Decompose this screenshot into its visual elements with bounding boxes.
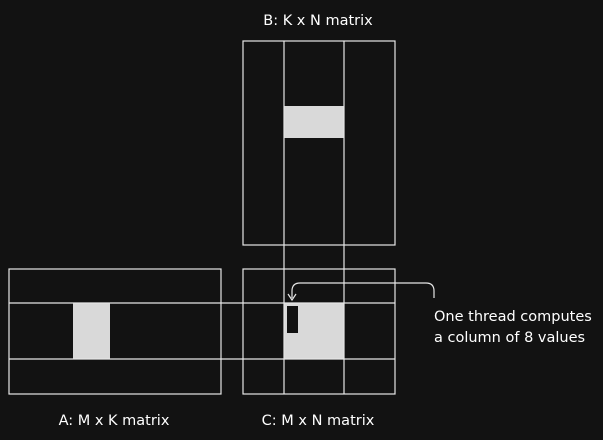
matrix-b-label: B: K x N matrix [263, 13, 373, 29]
matrix-b-outline [242, 40, 396, 246]
thread-column-marker [287, 306, 298, 333]
matrix-a: A: M x K matrix [8, 268, 222, 429]
matrix-b: B: K x N matrix [242, 13, 396, 246]
annotation-callout: One thread computes a column of 8 values [287, 282, 592, 346]
annotation-line-2: a column of 8 values [434, 330, 585, 346]
arrow-head-icon [287, 293, 297, 302]
matrix-c: C: M x N matrix [242, 268, 396, 429]
annotation-bracket [291, 282, 435, 298]
guide-lines [9, 41, 395, 394]
matrix-c-label: C: M x N matrix [262, 413, 375, 429]
matrix-b-highlight-row [284, 106, 344, 138]
matrix-a-label: A: M x K matrix [59, 413, 170, 429]
matrix-a-highlight-column [73, 303, 110, 359]
matrix-c-outline [242, 268, 396, 395]
matrix-a-outline [8, 268, 222, 395]
annotation-line-1: One thread computes [434, 309, 592, 325]
